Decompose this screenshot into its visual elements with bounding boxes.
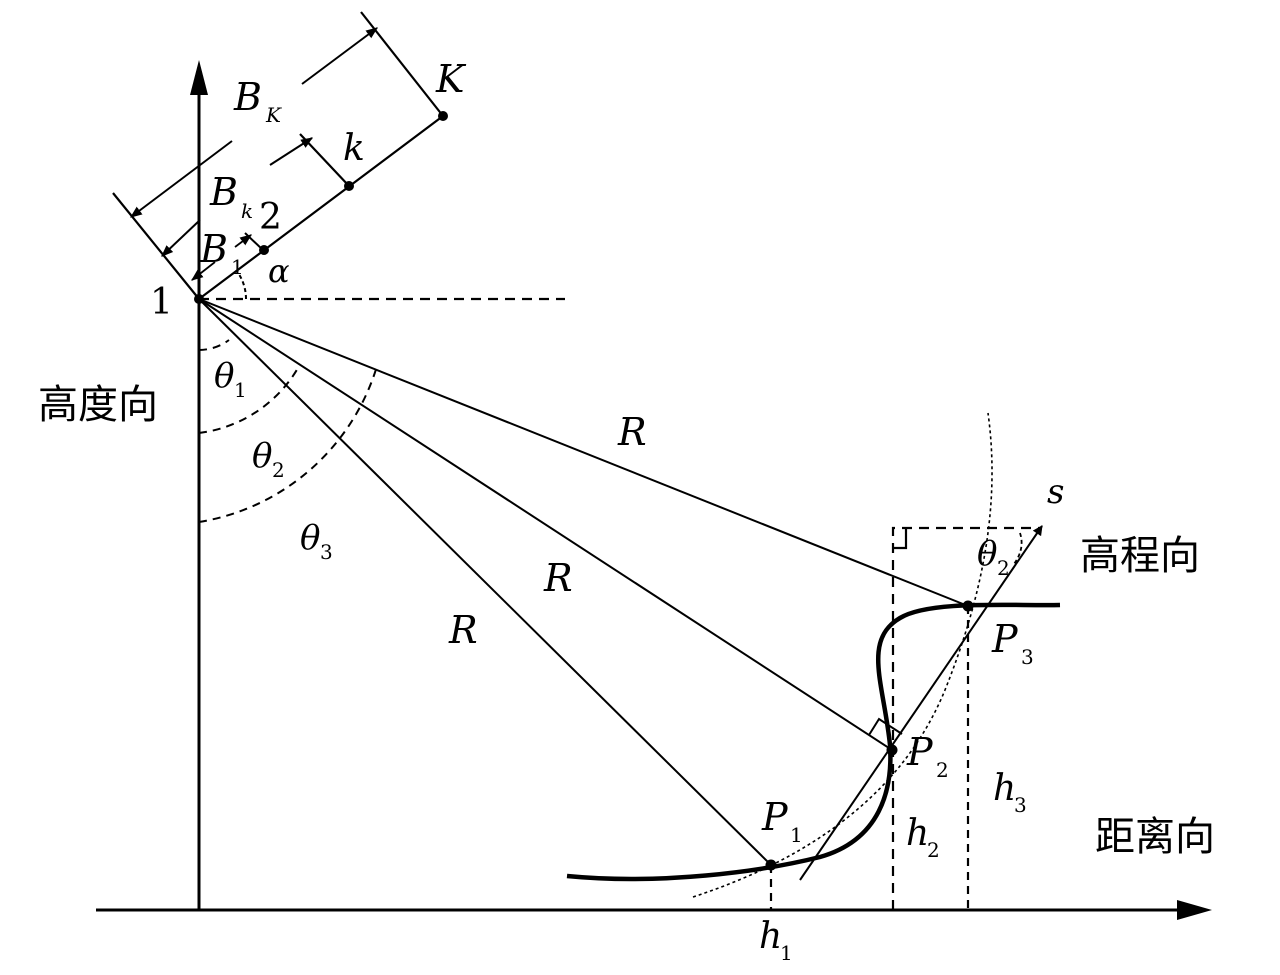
label-R-3: R [448,608,478,652]
label-R-2: R [543,556,573,600]
theta1-arc [198,339,230,351]
label-1: 1 [150,282,173,323]
dimension-Bk-right [269,137,314,166]
right-angle-mark-P2 [868,717,903,736]
tick-K [360,11,444,117]
label-range-axis: 距离向 [1095,814,1215,860]
label-P2: P 2 [906,730,949,782]
axes [96,60,1212,920]
theta2-right-sub: 2 [997,556,1010,580]
label-h1: h 1 [759,916,793,965]
Bk-sub: k [241,199,253,223]
point-P1 [765,859,777,871]
P1-main: P [761,795,789,839]
label-elevation-axis: 高程向 [1080,533,1200,579]
BK-main: B [233,75,262,119]
dimension-B1-right [234,234,252,248]
label-2: 2 [259,197,282,238]
iso-range-arc [692,412,993,898]
vertical-axis-arrowhead [190,60,208,95]
theta2-arc-small [1013,532,1023,565]
target-points [765,600,974,871]
h1-sub: 1 [780,941,793,965]
elevation-box-dashed [891,526,1042,910]
dimension-B1-left [191,261,216,281]
B1-main: B [199,227,228,271]
range-line-P1 [198,298,772,866]
terrain-profile [566,602,1061,882]
label-P3: P 3 [991,617,1034,669]
theta3-arc [198,365,378,523]
Bk-main: B [209,170,238,214]
theta3-sub: 3 [320,540,333,564]
terrain-group [566,412,1061,910]
h2-sub: 2 [927,838,940,862]
theta1-sub: 1 [234,378,247,402]
theta2-right-main: θ [977,534,997,574]
h3-sub: 3 [1014,793,1027,817]
point-2 [259,245,269,255]
dimension-Bk-left [161,219,201,257]
P3-sub: 3 [1021,645,1034,669]
theta2-main: θ [252,436,272,476]
h1-main: h [759,916,782,957]
label-theta2: θ 2 [252,436,285,482]
horizontal-axis-arrowhead [1177,900,1212,920]
P2-sub: 2 [936,758,949,782]
label-s: s [1047,472,1064,512]
right-angle-mark-top [893,528,908,550]
theta3-main: θ [300,518,320,558]
h2-main: h [906,813,929,854]
P3-main: P [991,617,1019,661]
label-R-1: R [617,410,647,454]
look-angle-arcs [198,339,378,523]
baseline-array [112,11,444,300]
point-P3 [962,600,974,612]
label-height-axis: 高度向 [38,382,158,428]
range-line-P3 [198,298,969,607]
baseline-points [194,111,448,304]
perpendicular-base-line [112,192,200,300]
alpha-arc [235,269,248,300]
B1-sub: 1 [231,255,244,279]
P1-sub: 1 [790,823,803,847]
label-theta1: θ 1 [214,356,247,402]
label-h2: h 2 [906,813,940,862]
point-K [438,111,448,121]
label-alpha: α [268,252,290,290]
theta1-main: θ [214,356,234,396]
point-k [344,181,354,191]
text-labels: K k 2 1 α B K B k B 1 高度向 高程向 距离向 s θ 1 … [38,57,1215,965]
baseline-line [198,115,444,300]
theta2-sub: 2 [272,458,285,482]
label-BK: B K [233,75,282,127]
P2-main: P [906,730,934,774]
point-P2 [886,744,898,756]
label-P1: P 1 [761,795,803,847]
theta2-arc [198,367,299,434]
label-k: k [343,128,365,169]
label-K: K [435,57,467,101]
h3-main: h [993,768,1016,809]
slant-range-lines [198,298,969,866]
label-theta2-right: θ 2 [977,534,1010,580]
label-theta3: θ 3 [300,518,333,564]
BK-sub: K [265,103,282,127]
label-h3: h 3 [993,768,1027,817]
dimension-BK-right [301,27,378,85]
label-Bk: B k [209,170,253,223]
label-B1: B 1 [199,227,244,279]
s-direction-line [799,525,1043,881]
dimension-BK-left [130,140,233,218]
range-line-P2 [198,298,893,751]
